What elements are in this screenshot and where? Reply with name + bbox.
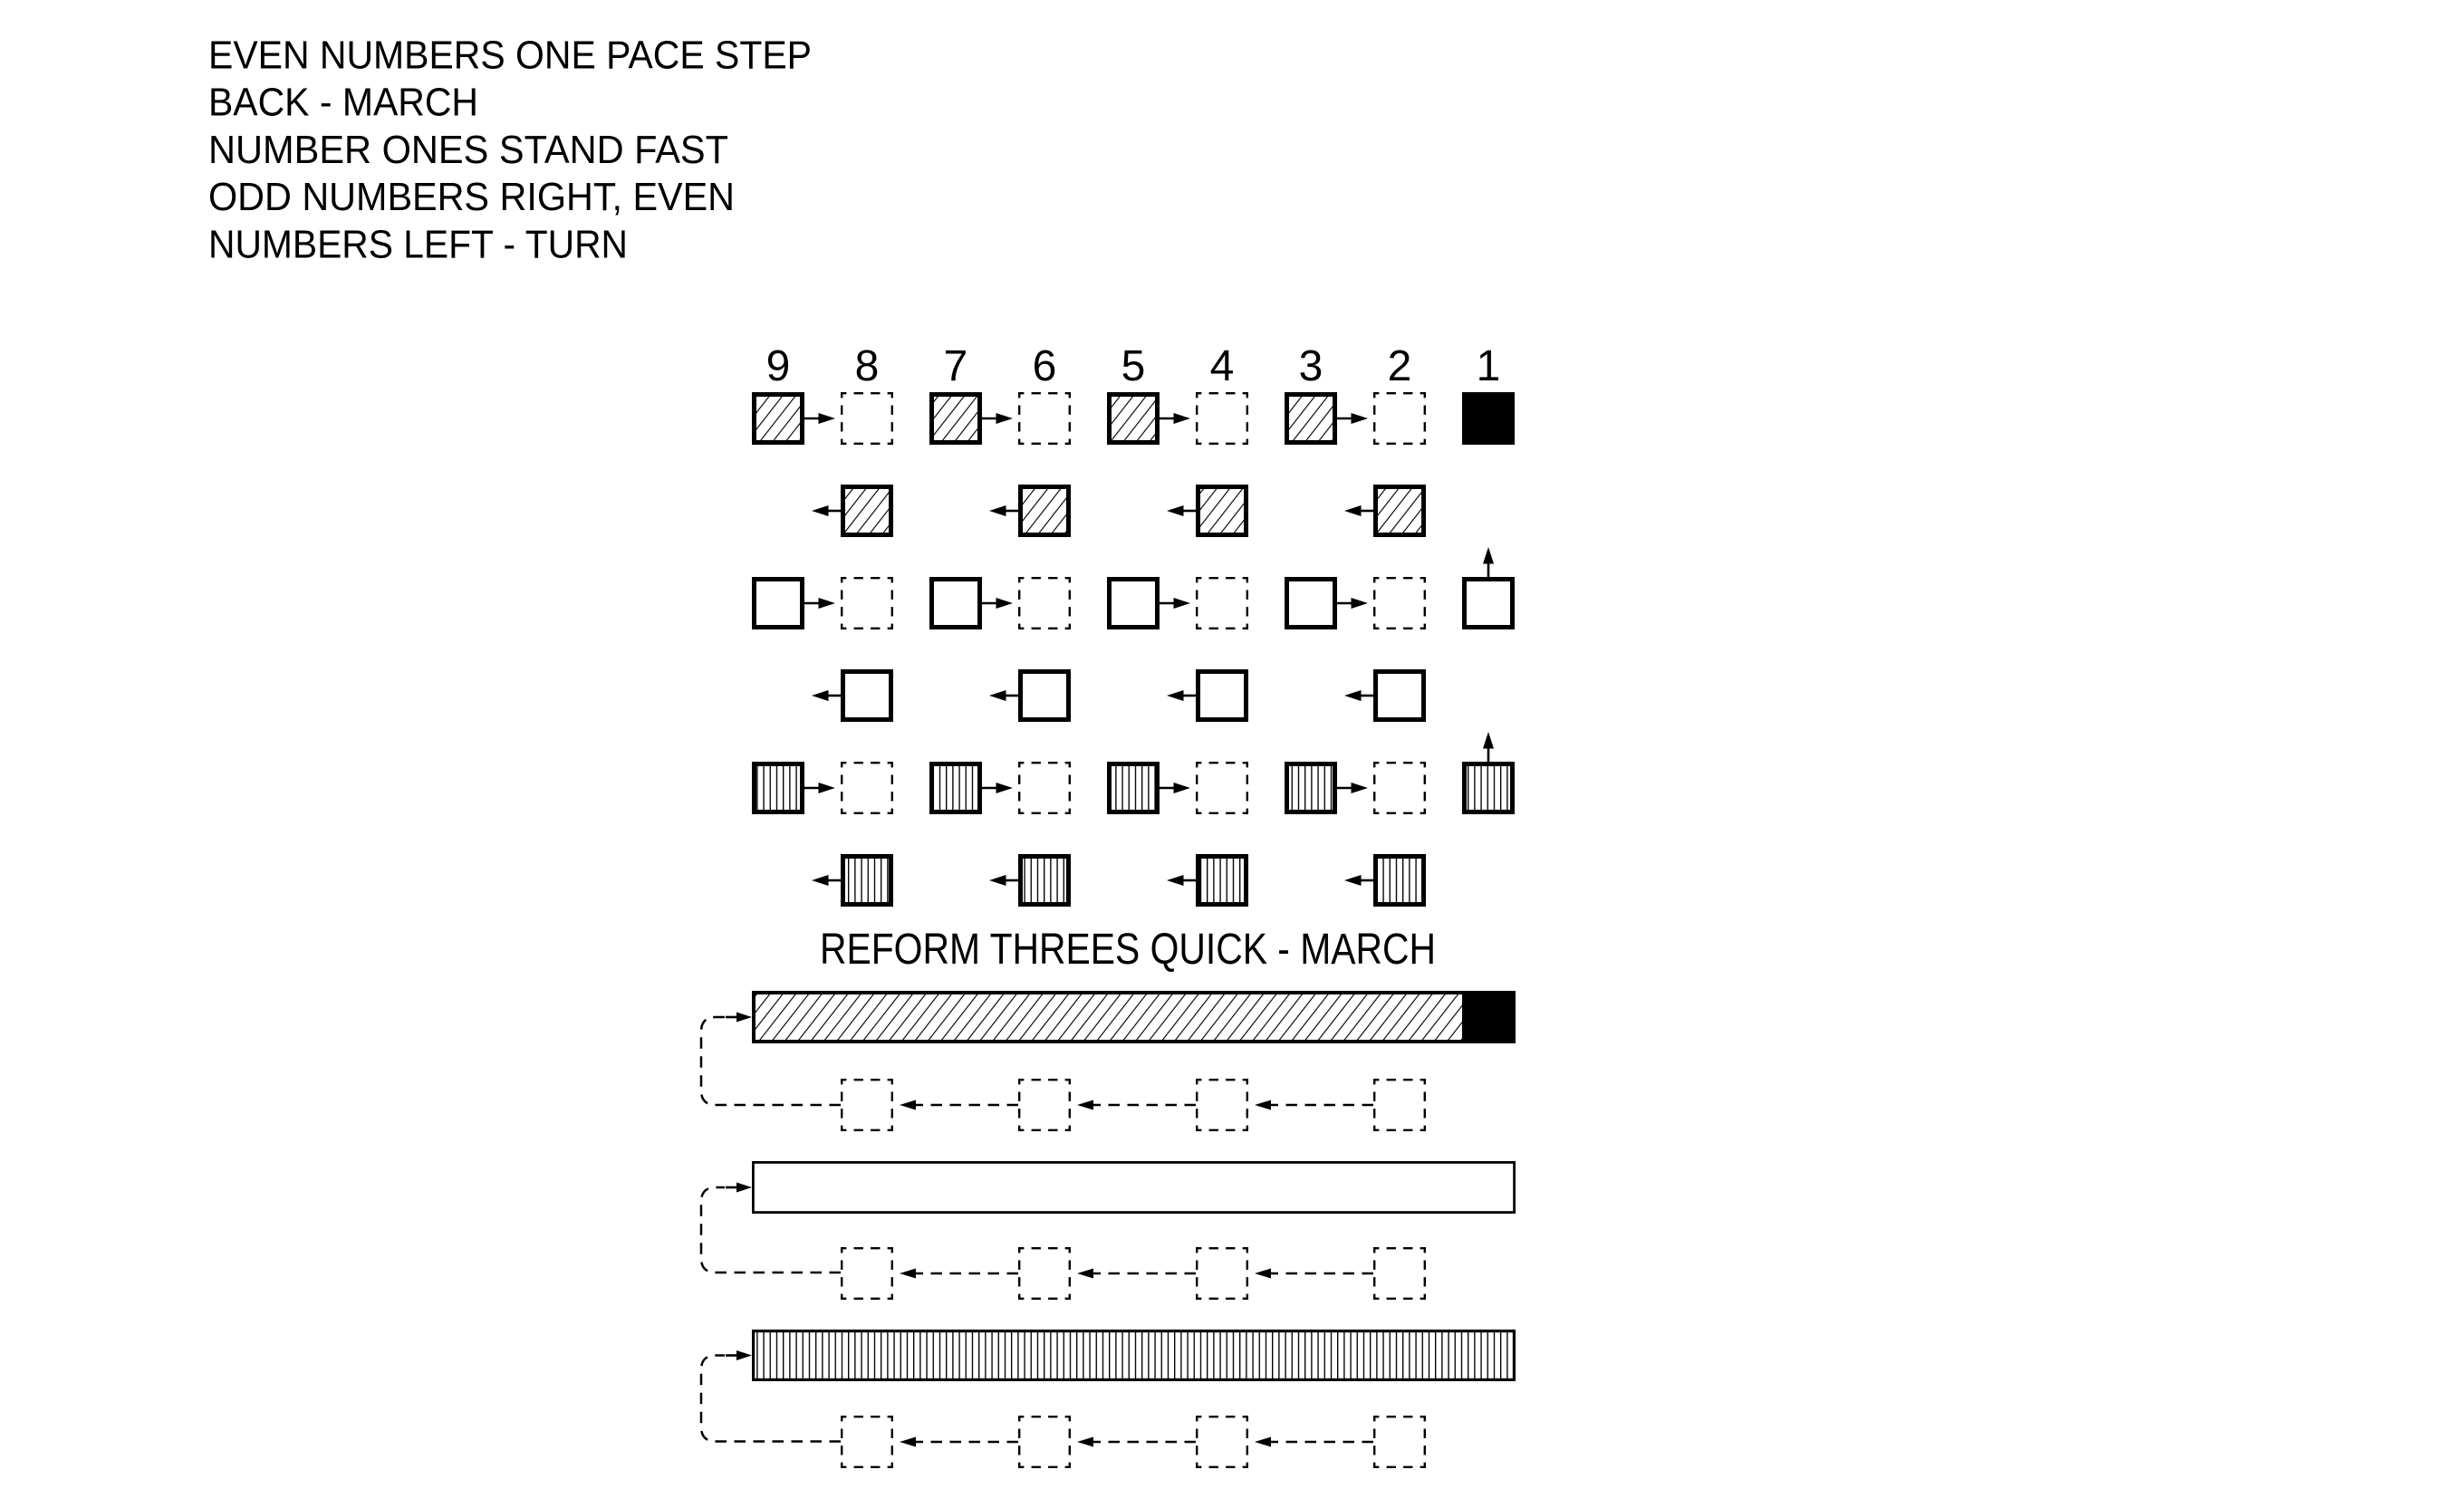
- svg-text:ODD NUMBERS RIGHT, EVEN: ODD NUMBERS RIGHT, EVEN: [208, 175, 735, 219]
- svg-text:5: 5: [1121, 342, 1146, 390]
- svg-text:6: 6: [1033, 342, 1057, 390]
- svg-text:8: 8: [855, 342, 880, 390]
- svg-text:3: 3: [1299, 342, 1323, 390]
- svg-text:BACK - MARCH: BACK - MARCH: [208, 81, 478, 125]
- svg-text:1: 1: [1477, 342, 1501, 390]
- svg-text:7: 7: [944, 342, 968, 390]
- svg-text:NUMBERS LEFT - TURN: NUMBERS LEFT - TURN: [208, 222, 628, 266]
- svg-text:4: 4: [1210, 342, 1235, 390]
- svg-text:EVEN NUMBERS ONE PACE STEP: EVEN NUMBERS ONE PACE STEP: [208, 34, 812, 78]
- svg-text:9: 9: [766, 342, 791, 390]
- svg-text:NUMBER ONES STAND FAST: NUMBER ONES STAND FAST: [208, 128, 728, 172]
- svg-text:REFORM THREES QUICK - MARCH: REFORM THREES QUICK - MARCH: [820, 926, 1436, 974]
- svg-text:2: 2: [1388, 342, 1412, 390]
